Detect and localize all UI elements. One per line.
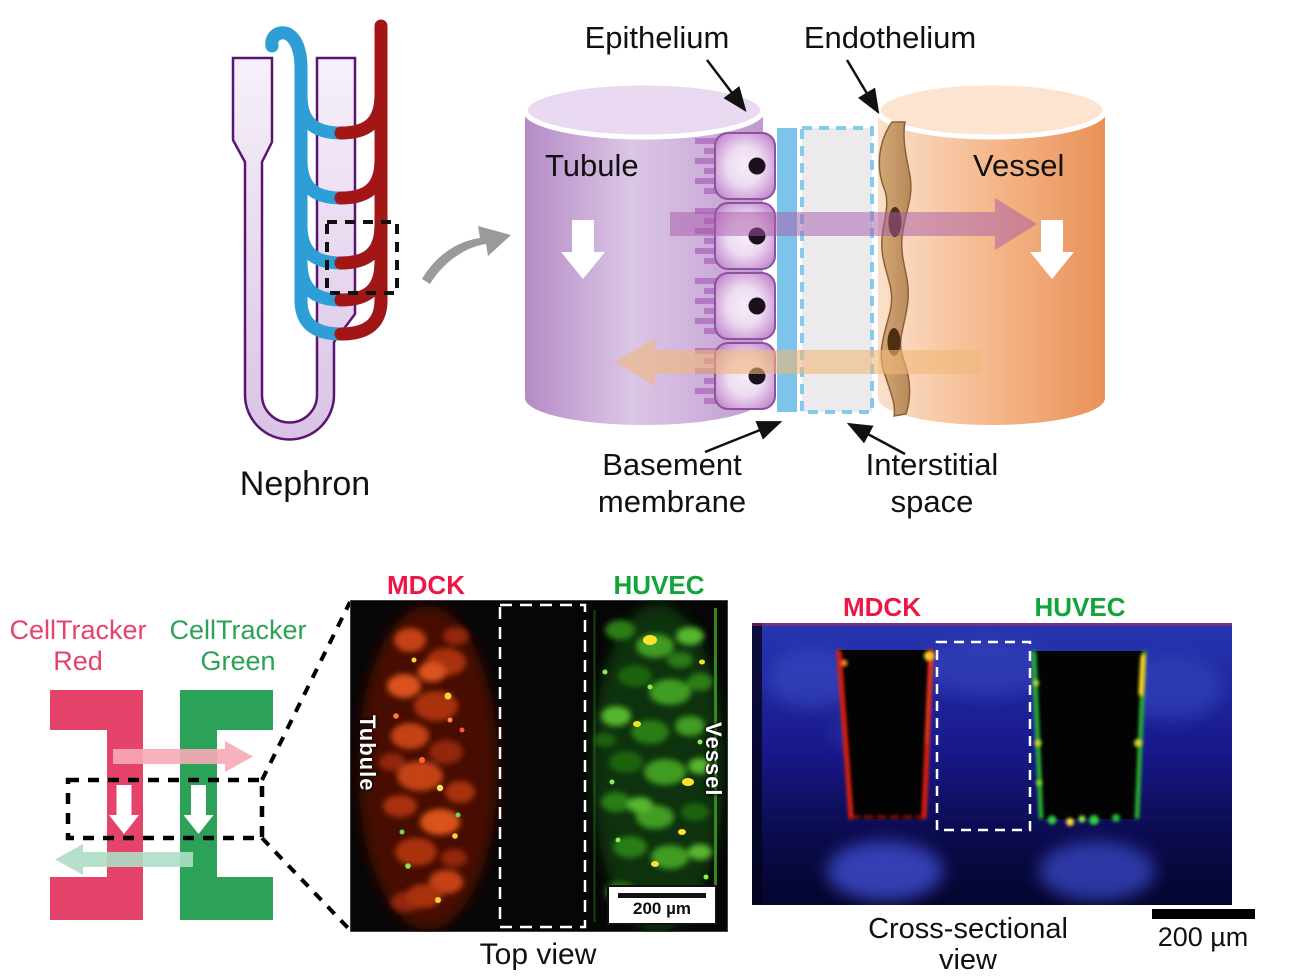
scale-bar: 200 µm <box>607 885 717 925</box>
scale-bar-label: 200 µm <box>633 899 691 918</box>
huvec-label: HUVEC <box>1034 592 1126 622</box>
secretion-arrow-icon <box>615 338 980 386</box>
endothelium-pointer-arrow <box>845 59 880 115</box>
green-flow-down-arrow-icon <box>183 785 214 834</box>
zoom-arrow-icon <box>422 226 511 284</box>
vasa-recta-ascending <box>334 19 388 341</box>
vessel-label: Vessel <box>973 148 1065 183</box>
basement-pointer-arrow <box>704 420 783 454</box>
mdck-cell-field <box>358 606 498 930</box>
mdck-label: MDCK <box>843 592 921 622</box>
channel-glow <box>827 841 1155 901</box>
tissue-diagram <box>522 59 1108 456</box>
cross-section-panel: MDCK HUVEC <box>752 592 1312 980</box>
scale-bar-label: 200 µm <box>1157 922 1249 952</box>
interstitial-pointer-arrow <box>846 422 906 456</box>
scale-bar-line <box>1152 909 1255 919</box>
nephron-panel: Nephron <box>200 10 440 525</box>
nephron-caption: Nephron <box>239 465 371 503</box>
endothelium-label: Endothelium <box>803 20 977 55</box>
top-view-panel: MDCK HUVEC <box>348 570 728 980</box>
red-transport-arrow-icon <box>113 741 253 772</box>
huvec-label: HUVEC <box>613 570 705 600</box>
epithelium-label: Epithelium <box>584 20 730 55</box>
cross-section-image <box>752 623 1232 905</box>
green-transport-arrow-icon <box>55 844 193 875</box>
tubule-channel-cross-section <box>836 649 934 820</box>
scale-bar-line <box>618 893 706 898</box>
cross-section-caption: Cross-sectional view <box>868 913 1068 976</box>
nephron-schematic <box>231 19 399 441</box>
interface-region-box <box>498 603 587 929</box>
epithelium-pointer-arrow <box>706 59 747 112</box>
basement-membrane-label: Basement membrane <box>597 447 747 519</box>
tubule-label: Tubule <box>545 148 639 183</box>
green-channel-shape <box>180 690 273 920</box>
interstitial-space-label: Interstitial space <box>865 447 999 519</box>
vessel-channel-cross-section <box>1031 650 1147 826</box>
red-flow-down-arrow-icon <box>109 785 139 834</box>
vessel-flow-arrow-icon <box>1030 220 1074 279</box>
device-schematic-panel: CellTracker Red CellTracker Green <box>0 610 340 980</box>
mdck-label: MDCK <box>387 570 465 600</box>
tubule-side-label: Tubule <box>355 715 380 792</box>
top-view-caption: Top view <box>479 938 597 971</box>
celltracker-green-label: CellTracker Green <box>169 615 307 676</box>
tubule-cylinder <box>522 80 766 425</box>
top-view-image <box>350 600 728 932</box>
tissue-diagram-panel: Epithelium Endothelium Tubule Vessel Bas… <box>515 10 1115 540</box>
tubule-flow-arrow-icon <box>561 220 605 279</box>
basement-membrane-strip <box>777 128 797 412</box>
nephron-tubule-shape <box>231 56 357 441</box>
device-schematic <box>50 690 273 920</box>
vessel-side-label: Vessel <box>701 722 726 797</box>
imaged-region-box <box>65 777 265 841</box>
reabsorption-arrow-icon <box>670 198 1037 250</box>
celltracker-red-label: CellTracker Red <box>9 615 147 676</box>
interface-region-box <box>935 640 1032 832</box>
